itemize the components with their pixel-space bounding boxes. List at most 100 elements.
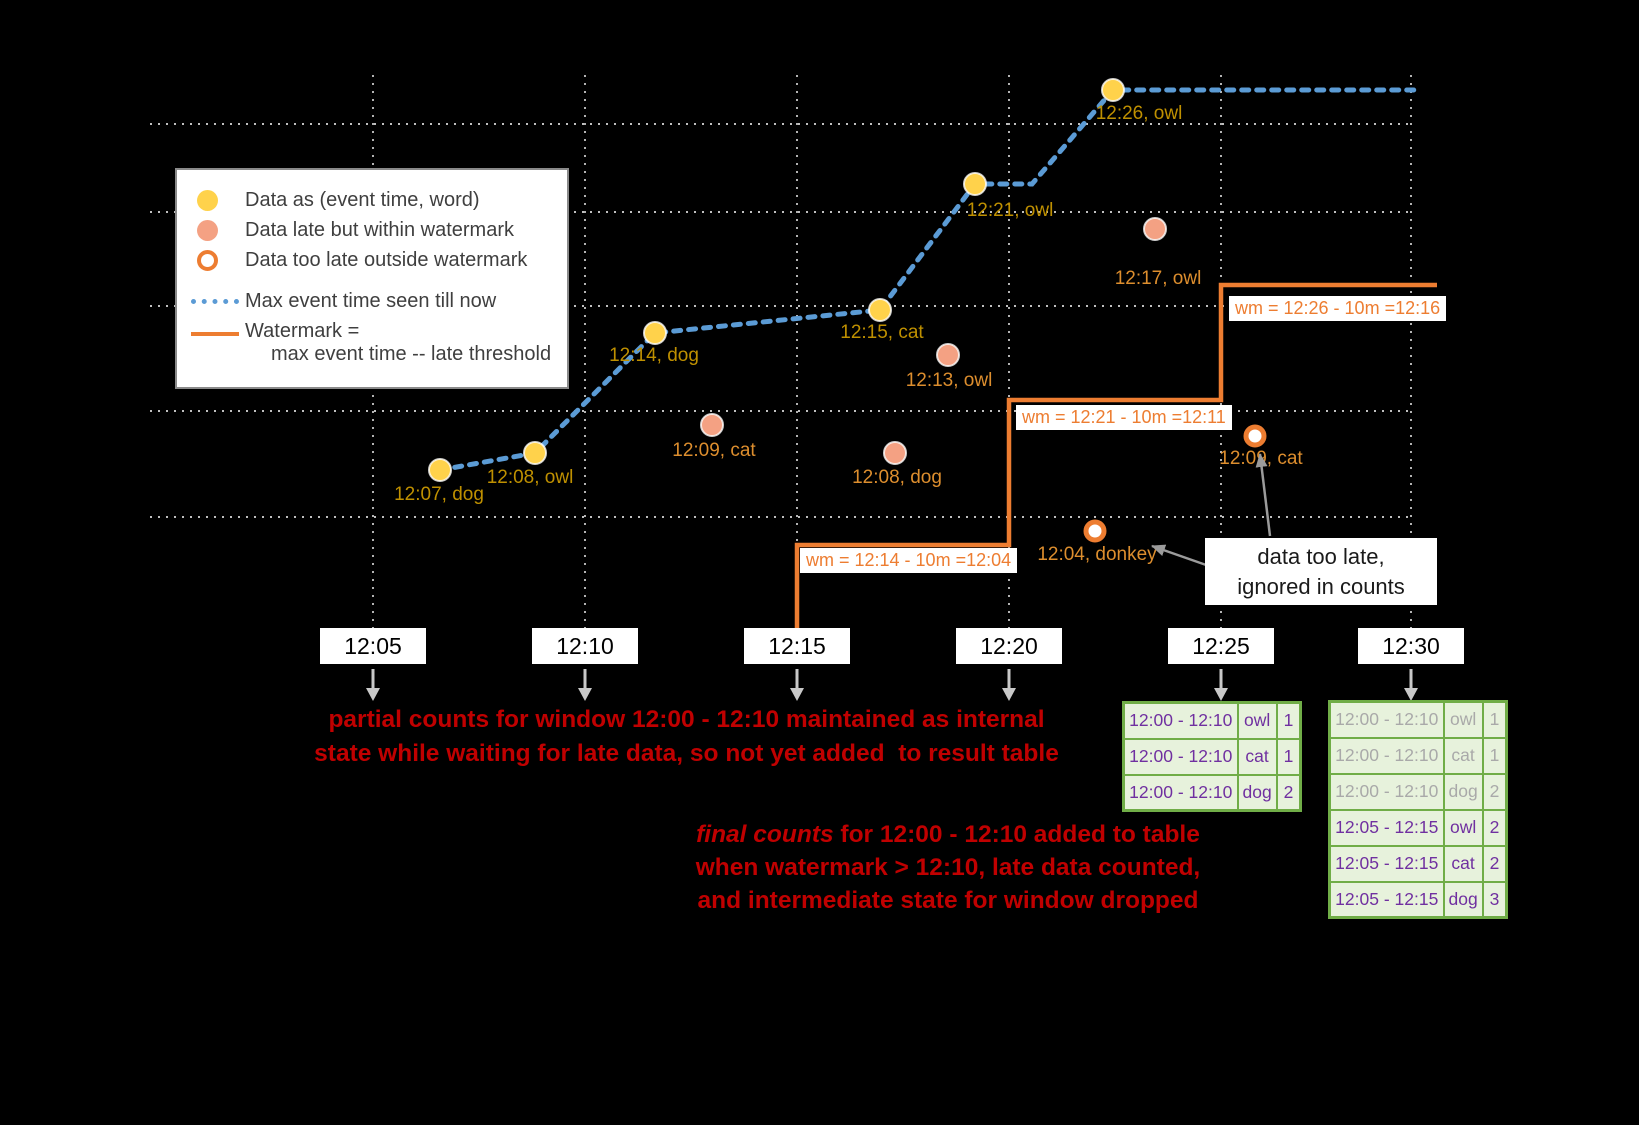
data-point-label: 12:17, owl	[1115, 268, 1202, 289]
result-cell-word: owl	[1442, 808, 1484, 847]
data-point-too-late	[1083, 519, 1107, 543]
annotation-line: partial counts for window 12:00 - 12:10 …	[328, 706, 1045, 733]
axis-tick-12-20: 12:20	[956, 628, 1062, 664]
result-cell-word: dog	[1236, 773, 1278, 812]
data-point-late	[700, 413, 724, 437]
annotation-line: when watermark > 12:10, late data counte…	[695, 854, 1201, 881]
result-cell-window: 12:00 - 12:10	[1328, 700, 1445, 739]
legend-item-late: Data late but within watermark	[189, 219, 553, 242]
final-counts-emphasis: final counts	[696, 821, 834, 848]
annotation-line-rest: for 12:00 - 12:10 added to table	[833, 821, 1200, 848]
data-point-label: 12:09, cat	[672, 440, 756, 461]
annotation-partial-counts: partial counts for window 12:00 - 12:10 …	[314, 703, 1059, 771]
data-point-ontime	[1101, 78, 1125, 102]
result-cell-window: 12:05 - 12:15	[1328, 844, 1445, 883]
watermark-value-label: wm = 12:14 - 10m =12:04	[800, 548, 1018, 573]
result-cell-word: dog	[1442, 772, 1484, 811]
data-point-ontime	[523, 441, 547, 465]
too-late-pointer-arrow	[1255, 453, 1272, 537]
data-point-ontime	[428, 458, 452, 482]
data-point-too-late	[1243, 424, 1267, 448]
callout-too-late: data too late, ignored in counts	[1205, 538, 1437, 605]
result-cell-count: 1	[1275, 737, 1302, 776]
data-point-label: 12:14, dog	[609, 345, 699, 366]
tick-arrowhead-icon	[1404, 688, 1418, 701]
axis-tick-12-30: 12:30	[1358, 628, 1464, 664]
max-event-line-icon	[191, 299, 239, 304]
legend-label: Data as (event time, word)	[245, 189, 480, 211]
annotation-line: final counts for 12:00 - 12:10 added to …	[683, 818, 1213, 851]
data-point-label: 12:08, owl	[487, 467, 574, 488]
data-point-ontime	[963, 172, 987, 196]
axis-tick-12-05: 12:05	[320, 628, 426, 664]
data-point-label: 12:13, owl	[906, 370, 993, 391]
watermark-line-icon	[191, 332, 239, 336]
callout-line: ignored in counts	[1237, 574, 1405, 599]
result-cell-count: 1	[1481, 736, 1508, 775]
data-point-label: 12:15, cat	[840, 322, 924, 343]
data-point-label: 12:07, dog	[394, 484, 484, 505]
result-cell-window: 12:00 - 12:10	[1328, 772, 1445, 811]
data-point-label: 12:21, owl	[967, 200, 1054, 221]
data-point-label: 12:26, owl	[1096, 103, 1183, 124]
axis-tick-12-15: 12:15	[744, 628, 850, 664]
result-cell-window: 12:00 - 12:10	[1122, 737, 1239, 776]
legend-label: max event time -- late threshold	[271, 343, 552, 365]
max-event-time-line	[437, 87, 1421, 473]
data-point-label: 12:04, donkey	[1037, 544, 1157, 565]
legend-label: Max event time seen till now	[245, 290, 497, 312]
annotation-final-counts: final counts for 12:00 - 12:10 added to …	[683, 818, 1213, 917]
ontime-dot-icon	[197, 190, 218, 211]
data-point-late	[936, 343, 960, 367]
result-cell-count: 1	[1275, 701, 1302, 740]
callout-line: data too late,	[1257, 544, 1385, 569]
result-cell-window: 12:00 - 12:10	[1122, 773, 1239, 812]
result-cell-window: 12:00 - 12:10	[1122, 701, 1239, 740]
result-cell-word: cat	[1442, 844, 1484, 883]
legend-item-max-event-line: Max event time seen till now	[189, 290, 553, 313]
watermark-line	[794, 282, 1437, 655]
result-cell-word: cat	[1442, 736, 1484, 775]
result-cell-word: owl	[1236, 701, 1278, 740]
legend: Data as (event time, word) Data late but…	[175, 168, 569, 389]
legend-label: Data too late outside watermark	[245, 249, 528, 271]
tick-arrowhead-icon	[366, 688, 380, 701]
legend-item-too-late: Data too late outside watermark	[189, 249, 553, 272]
annotation-line: state while waiting for late data, so no…	[314, 740, 1059, 767]
result-cell-window: 12:05 - 12:15	[1328, 880, 1445, 919]
late-dot-icon	[197, 220, 218, 241]
data-point-label: 12:08, dog	[852, 467, 942, 488]
too-late-pointer-arrow	[1151, 544, 1210, 568]
watermark-value-label: wm = 12:26 - 10m =12:16	[1229, 296, 1447, 321]
tick-arrowhead-icon	[578, 688, 592, 701]
tick-arrowhead-icon	[790, 688, 804, 701]
result-cell-word: owl	[1442, 700, 1484, 739]
data-point-late	[883, 441, 907, 465]
tick-arrowhead-icon	[1002, 688, 1016, 701]
result-cell-count: 2	[1481, 844, 1508, 883]
watermark-value-label: wm = 12:21 - 10m =12:11	[1016, 405, 1232, 430]
result-cell-count: 2	[1481, 772, 1508, 811]
axis-tick-12-10: 12:10	[532, 628, 638, 664]
result-cell-word: cat	[1236, 737, 1278, 776]
data-point-late	[1143, 217, 1167, 241]
legend-label: Watermark =	[245, 320, 360, 342]
legend-item-watermark-line: Watermark = max event time -- late thres…	[189, 320, 553, 366]
data-point-ontime	[643, 321, 667, 345]
result-cell-count: 2	[1275, 773, 1302, 812]
too-late-circle-icon	[197, 250, 218, 271]
result-cell-window: 12:05 - 12:15	[1328, 808, 1445, 847]
result-cell-count: 3	[1481, 880, 1508, 919]
data-point-ontime	[868, 298, 892, 322]
